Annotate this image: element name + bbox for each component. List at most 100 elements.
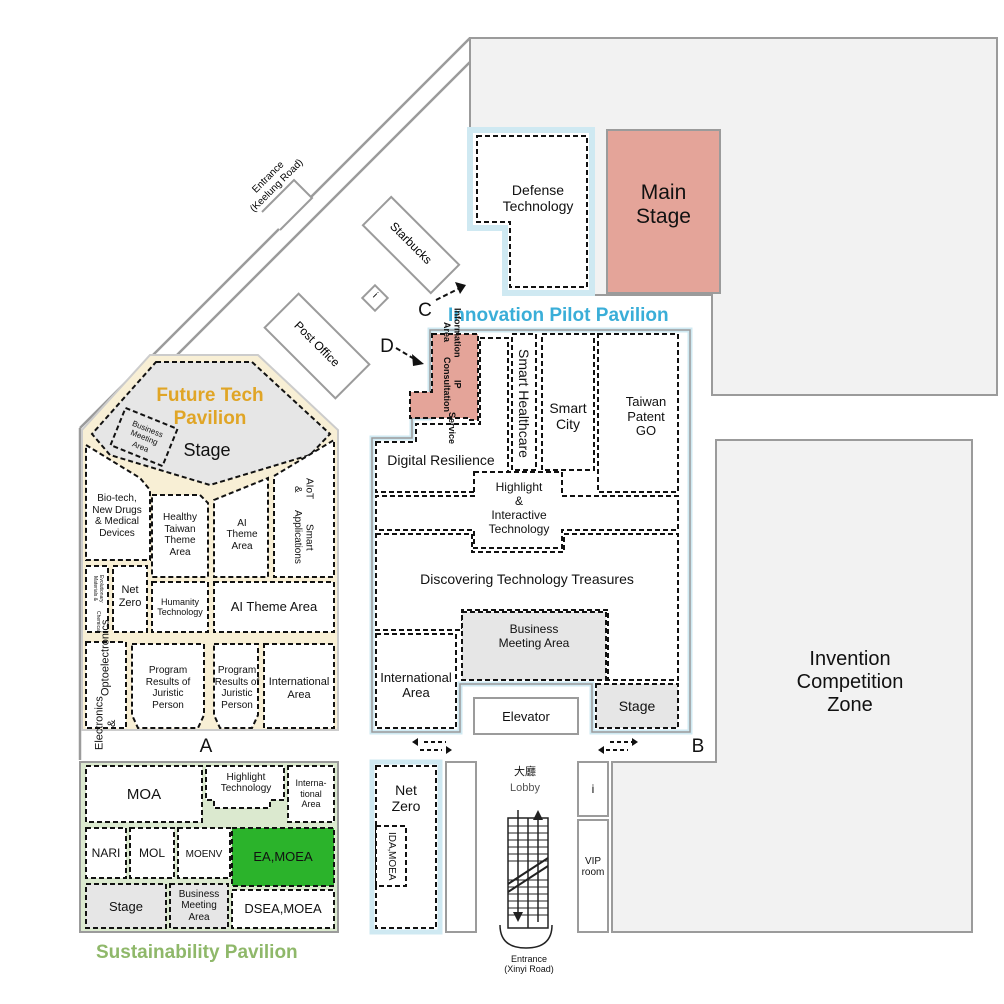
bio-line2: New Drugs bbox=[92, 504, 142, 516]
elec-line1: Electronics & bbox=[93, 696, 118, 751]
starbucks[interactable] bbox=[361, 195, 461, 295]
invention-competition-zone[interactable] bbox=[611, 439, 973, 933]
ft-net-zero[interactable] bbox=[112, 565, 148, 633]
evo-line1: Evolutionary Materials & bbox=[92, 574, 104, 603]
fti-line2: Area bbox=[287, 689, 311, 701]
marker-d: D bbox=[380, 336, 394, 358]
sus-business-meeting[interactable] bbox=[169, 883, 229, 929]
highlight-interactive-technology[interactable] bbox=[375, 471, 679, 549]
ft-evolutionary-label: Evolutionary Materials & Chemical bbox=[86, 566, 108, 632]
ft-humanity[interactable] bbox=[151, 581, 209, 633]
bio-line1: Bio-tech, bbox=[97, 493, 137, 504]
pr1-line2: Results of bbox=[145, 676, 191, 688]
ft-program-results-2-label: Program Results of Juristic Person bbox=[210, 660, 264, 716]
sus-moa-label: MOA bbox=[126, 786, 162, 804]
sus-stage[interactable] bbox=[85, 883, 167, 929]
ft-international[interactable] bbox=[263, 643, 335, 729]
lobby-ida-moea-label: IDA, MOEA bbox=[376, 826, 406, 886]
discovering-technology-treasures[interactable] bbox=[375, 533, 679, 681]
ft-ai-theme-area[interactable] bbox=[213, 581, 335, 633]
smart-healthcare[interactable] bbox=[511, 333, 537, 471]
smart-city-line1: Smart bbox=[549, 399, 587, 416]
ht-line1: Healthy bbox=[163, 512, 197, 523]
vip-room[interactable] bbox=[577, 819, 609, 933]
sus-highlight-technology[interactable] bbox=[205, 765, 285, 809]
defense-technology-zone[interactable] bbox=[467, 127, 595, 296]
ft-healthy-taiwan[interactable] bbox=[151, 494, 209, 578]
innovation-international-area[interactable] bbox=[375, 633, 457, 729]
sus-international[interactable] bbox=[287, 765, 335, 823]
future-business-meeting[interactable] bbox=[109, 406, 179, 468]
taiwan-patent-go[interactable] bbox=[597, 333, 679, 493]
discovering-treasures-label: Discovering Technology Treasures bbox=[420, 570, 634, 587]
ft-aiot-label: AIoT & Smart Applications bbox=[278, 476, 328, 572]
smart-healthcare-label: Smart Healthcare bbox=[516, 348, 533, 458]
innovation-international-label: International Area bbox=[372, 668, 460, 704]
si-line1: Interna- bbox=[295, 778, 327, 789]
sus-ea-moea[interactable] bbox=[231, 827, 335, 887]
ft-program-results-1[interactable] bbox=[131, 643, 205, 729]
main-stage[interactable] bbox=[606, 129, 721, 294]
innovation-business-meeting[interactable] bbox=[461, 611, 607, 681]
ip-line2: IP Consultation bbox=[442, 357, 463, 413]
sus-moa[interactable] bbox=[85, 765, 203, 823]
sbm-line3: Area bbox=[188, 911, 210, 923]
invention-line2: Competition bbox=[796, 670, 904, 693]
ida-line2: MOEA bbox=[385, 851, 397, 881]
ip-consultation-service[interactable] bbox=[409, 333, 479, 421]
future-tech-title-line1: Future Tech bbox=[156, 385, 264, 406]
smart-city[interactable] bbox=[541, 333, 595, 471]
taiwan-patent-go-label: Taiwan Patent GO bbox=[598, 388, 694, 446]
sus-dsea-moea-label: DSEA,MOEA bbox=[244, 900, 322, 916]
ft-evolutionary[interactable] bbox=[85, 565, 109, 633]
sus-nari-label: NARI bbox=[91, 846, 121, 861]
sus-dsea-moea[interactable] bbox=[231, 889, 335, 929]
ft-ai-theme-area-label: AI Theme Area bbox=[230, 598, 318, 614]
ft-program-results-2[interactable] bbox=[213, 643, 259, 729]
lobby-info-booth[interactable] bbox=[577, 761, 609, 817]
sus-moenv[interactable] bbox=[177, 827, 231, 879]
ftnz-line2: Zero bbox=[118, 597, 142, 609]
post-office[interactable] bbox=[263, 292, 371, 400]
patent-line1: Taiwan bbox=[625, 393, 667, 409]
vip-line1: VIP bbox=[584, 855, 602, 867]
innovation-stage[interactable] bbox=[595, 683, 679, 729]
iia-line2: Area bbox=[402, 685, 430, 700]
lobby-ida-moea[interactable] bbox=[375, 825, 407, 887]
elevator[interactable] bbox=[473, 697, 579, 735]
pr1-line4: Person bbox=[152, 699, 184, 711]
marker-a: A bbox=[199, 736, 213, 758]
sus-moenv-label: MOENV bbox=[185, 849, 223, 861]
entrance-xinyi-label: Entrance (Xinyi Road) bbox=[484, 950, 574, 978]
bio-line4: Devices bbox=[99, 527, 135, 539]
ft-electronics[interactable] bbox=[85, 641, 127, 729]
sus-mol[interactable] bbox=[129, 827, 175, 879]
marker-c: C bbox=[418, 300, 432, 322]
pr1-line1: Program bbox=[148, 665, 188, 676]
sus-nari[interactable] bbox=[85, 827, 127, 879]
sus-stage-label: Stage bbox=[109, 898, 143, 914]
ftnz-line1: Net bbox=[121, 584, 139, 597]
highlight-interactive-label: Highlight & Interactive Technology bbox=[474, 476, 564, 542]
ft-ai-theme-small[interactable] bbox=[213, 476, 269, 578]
ft-aiot[interactable] bbox=[273, 438, 335, 578]
elevator-label: Elevator bbox=[502, 708, 550, 724]
aiot-line2: Smart Applications bbox=[292, 509, 315, 564]
invention-line3: Zone bbox=[827, 693, 873, 716]
entrance-xinyi-road[interactable] bbox=[499, 924, 553, 949]
patent-line3: GO bbox=[635, 423, 657, 439]
ft-program-results-1-label: Program Results of Juristic Person bbox=[132, 660, 204, 716]
ats-line3: Area bbox=[231, 540, 253, 552]
entrance-keelung-road[interactable] bbox=[261, 178, 314, 231]
pr2-line2: Results of bbox=[214, 676, 260, 688]
sus-ea-moea-label: EA,MOEA bbox=[253, 848, 313, 864]
patent-line2: Patent bbox=[627, 408, 665, 424]
invention-zone-label: Invention Competition Zone bbox=[760, 640, 940, 724]
vip-room-label: VIP room bbox=[576, 852, 610, 882]
ft-biotech[interactable] bbox=[85, 443, 151, 561]
ft-stage-label: Stage bbox=[183, 439, 231, 460]
hum-line1: Humanity bbox=[160, 596, 199, 607]
info-booth-small[interactable] bbox=[360, 283, 390, 313]
ats-line1: AI bbox=[237, 517, 247, 529]
sht-line1: Highlight bbox=[226, 771, 266, 783]
